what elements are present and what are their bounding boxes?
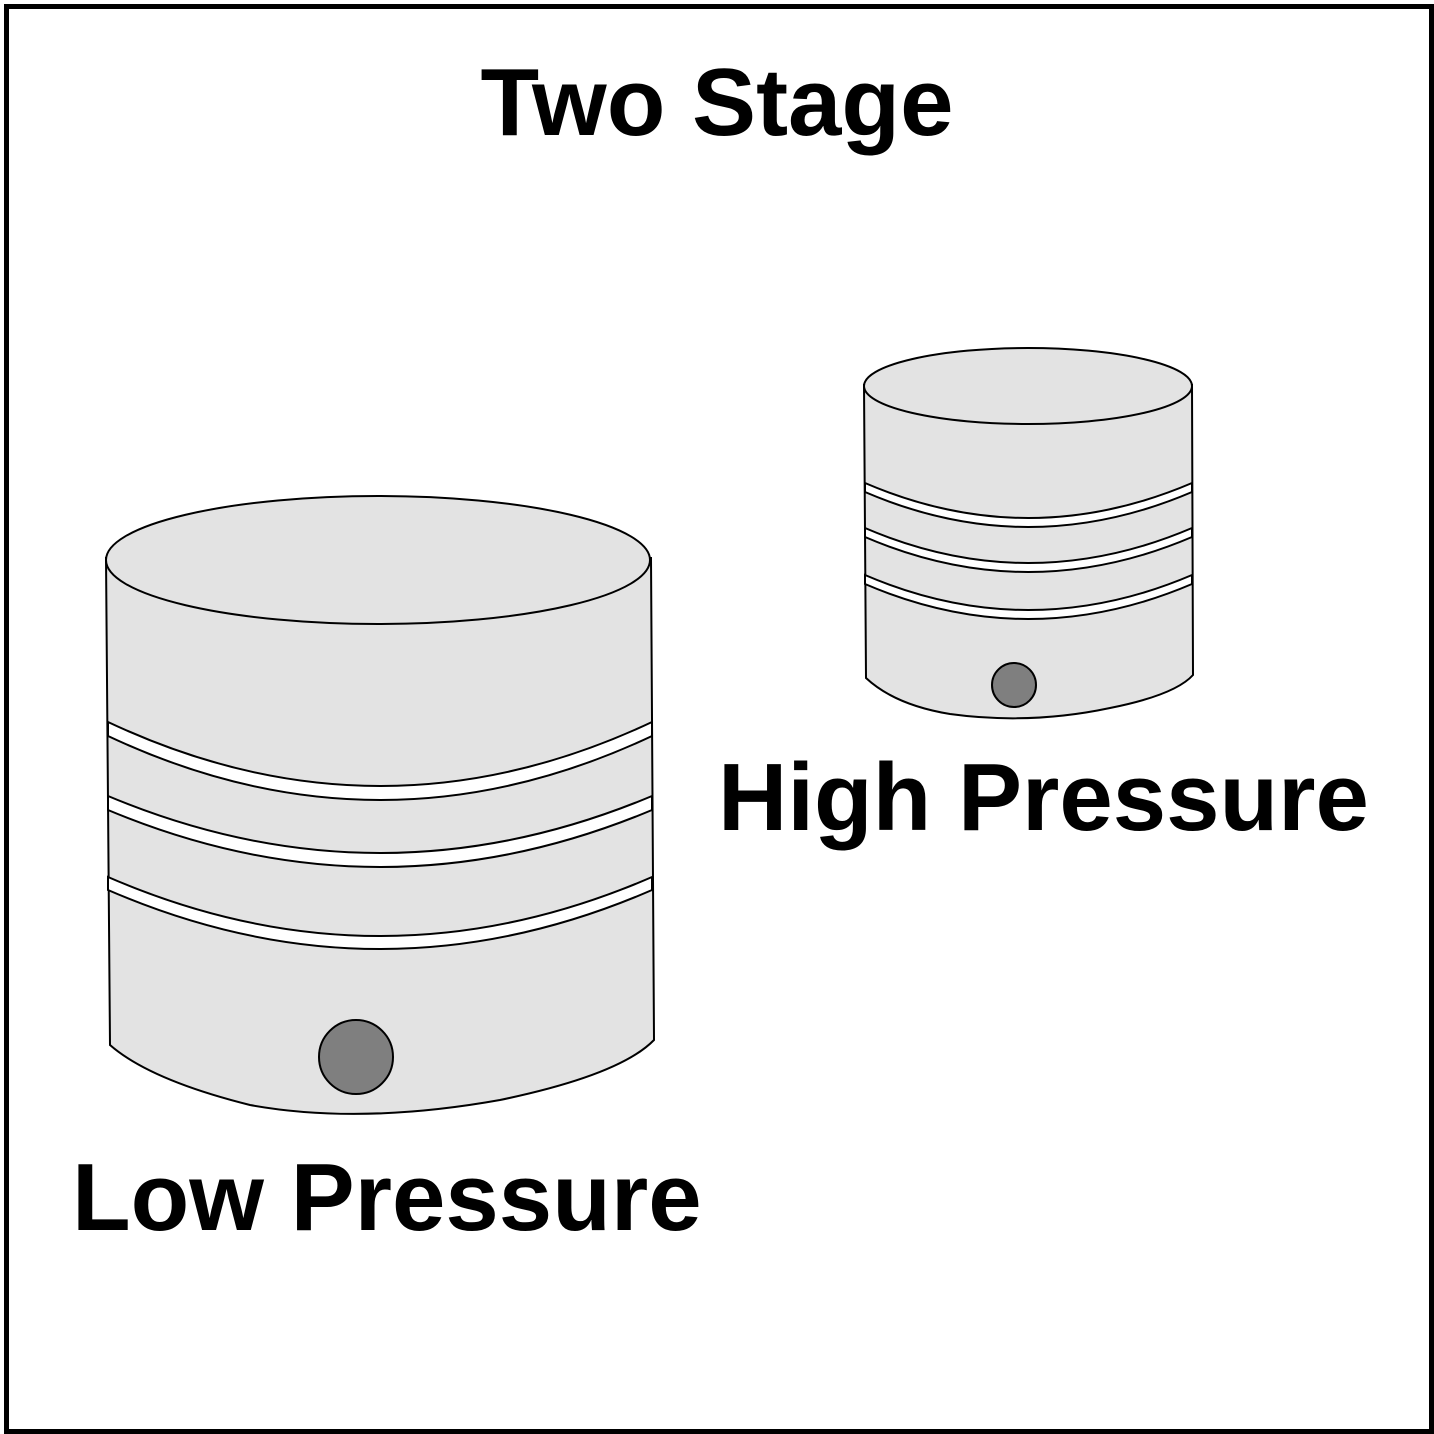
low-pressure-port — [318, 1019, 394, 1095]
high-pressure-cylinder-body — [862, 384, 1195, 720]
low-pressure-band-2 — [107, 794, 653, 868]
high-pressure-band-1 — [864, 481, 1193, 528]
low-pressure-cylinder-top — [105, 495, 651, 625]
high-pressure-label: High Pressure — [718, 744, 1369, 851]
low-pressure-band-1 — [107, 720, 653, 801]
high-pressure-cylinder-top — [863, 347, 1193, 425]
high-pressure-band-2 — [864, 526, 1193, 573]
diagram-title: Two Stage — [480, 49, 954, 156]
diagram-border — [4, 4, 1434, 1434]
low-pressure-label: Low Pressure — [72, 1144, 702, 1251]
high-pressure-port — [991, 662, 1037, 708]
high-pressure-band-3 — [864, 573, 1193, 620]
high-pressure-cylinder — [862, 347, 1195, 720]
low-pressure-band-3 — [107, 875, 653, 950]
low-pressure-cylinder — [104, 495, 656, 1115]
low-pressure-cylinder-body — [104, 557, 656, 1115]
